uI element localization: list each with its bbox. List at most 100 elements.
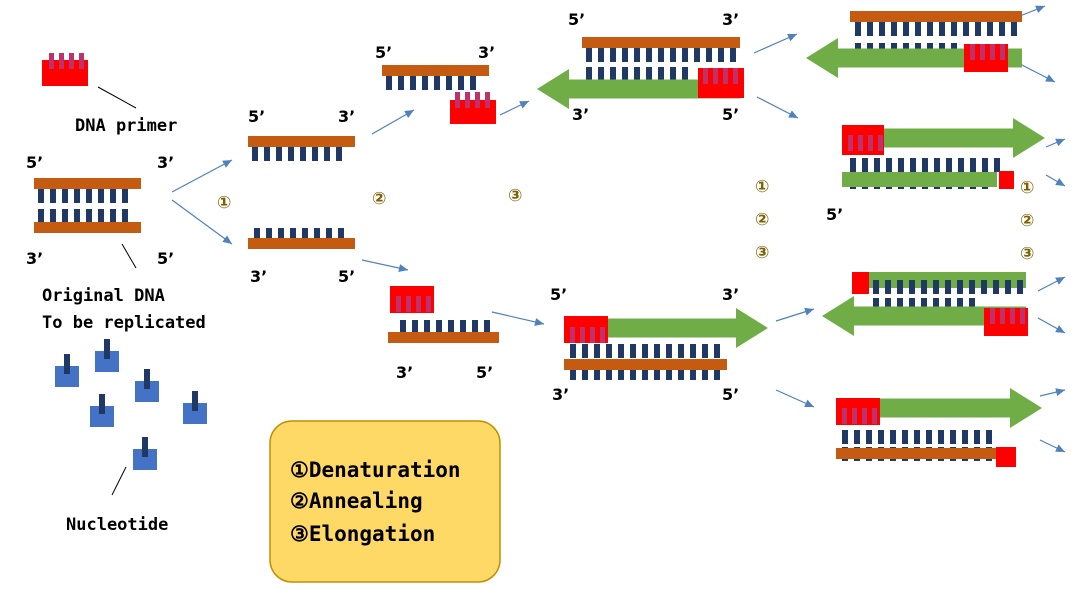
dna-base (970, 158, 976, 172)
dna-base (862, 158, 868, 172)
dna-base (570, 366, 576, 380)
primer-base (723, 68, 728, 84)
primer-base (848, 135, 853, 151)
dna-base (670, 48, 676, 62)
legend-background (269, 420, 501, 583)
legend-box: ①Denaturation ②Annealing ③Elongation (269, 420, 501, 583)
dna-strand (850, 11, 1022, 22)
flow-arrowhead (1055, 138, 1065, 147)
dna-base (897, 280, 903, 294)
dna-base (634, 48, 640, 62)
dna-base (622, 67, 628, 81)
nucleotide (90, 406, 114, 427)
dna-base (278, 228, 284, 242)
dna-base (630, 366, 636, 380)
nucleotide (133, 449, 157, 470)
primer-base (1000, 44, 1005, 60)
dna-base (570, 344, 576, 358)
primer-base (1000, 308, 1005, 324)
dna-base (986, 430, 992, 444)
dna-base (702, 366, 708, 380)
dna-base (946, 158, 952, 172)
dna-base (718, 48, 724, 62)
dna-base (885, 280, 891, 294)
dna-base (288, 147, 294, 161)
dna-base (951, 22, 957, 36)
dna-base (714, 366, 720, 380)
dna-base (252, 147, 258, 161)
dna-base (610, 67, 616, 81)
dna-base (410, 76, 416, 90)
step-marker-3: ③ (1020, 244, 1034, 264)
flow-arrowhead (1045, 74, 1055, 82)
prime-label: 3’ (572, 105, 589, 124)
dna-base (957, 298, 963, 312)
primer-base (1020, 308, 1025, 324)
nucleotide-label: Nucleotide (66, 515, 168, 535)
nucleotide (135, 381, 159, 402)
nucleotide (183, 403, 207, 424)
prime-label: 5’ (375, 43, 392, 62)
prime-label: 5’ (568, 10, 585, 29)
dna-base (634, 67, 640, 81)
new-strand-arrow (822, 296, 1026, 336)
dna-base (606, 344, 612, 358)
dna-base (873, 298, 879, 312)
primer-base (570, 327, 575, 343)
dna-base (38, 209, 44, 223)
primer-base (590, 327, 595, 343)
flow-arrowhead (222, 235, 232, 244)
dna-base (98, 209, 104, 223)
dna-base (314, 228, 320, 242)
dna-base (484, 320, 490, 334)
dna-primer (996, 447, 1016, 467)
dna-base (74, 209, 80, 223)
dna-base (690, 366, 696, 380)
dna-base (594, 366, 600, 380)
dna-strand (248, 238, 355, 249)
dna-base (290, 228, 296, 242)
dna-base (630, 344, 636, 358)
flow-arrowhead (534, 318, 544, 326)
new-strand-arrow (884, 118, 1045, 158)
dna-base (1011, 22, 1017, 36)
dna-base (448, 320, 454, 334)
dna-base (702, 344, 708, 358)
flow-arrowhead (1055, 444, 1065, 452)
dna-base (885, 298, 891, 312)
legend-annealing: ②Annealing (290, 489, 423, 513)
flow-arrowhead (804, 307, 814, 316)
nucleotide-base (99, 394, 105, 414)
dna-base (618, 344, 624, 358)
dna-base (963, 22, 969, 36)
dna-base (582, 344, 588, 358)
dna-base (654, 344, 660, 358)
primer-base (69, 53, 74, 69)
dna-primer (999, 171, 1014, 189)
flow-arrowhead (519, 101, 529, 109)
dna-base (962, 430, 968, 444)
connector-line (97, 86, 137, 109)
nucleotide (95, 351, 119, 372)
primer-base (872, 408, 877, 424)
dna-base (981, 280, 987, 294)
dna-base (927, 22, 933, 36)
primer-base (416, 296, 421, 312)
dna-base (654, 366, 660, 380)
step-marker-3: ③ (508, 186, 522, 206)
dna-base (855, 22, 861, 36)
dna-base (254, 228, 260, 242)
dna-base (74, 189, 80, 203)
dna-base (897, 298, 903, 312)
dna-base (915, 22, 921, 36)
nucleotide-base (104, 339, 110, 359)
new-strand-arrow (605, 308, 768, 348)
primer-base (858, 135, 863, 151)
dna-base (606, 366, 612, 380)
flow-arrowhead (222, 160, 232, 168)
primer-base (396, 296, 401, 312)
new-strand-arrow (537, 69, 740, 109)
primer-base (406, 296, 411, 312)
nucleotide (55, 366, 79, 387)
flow-arrow (171, 199, 233, 245)
